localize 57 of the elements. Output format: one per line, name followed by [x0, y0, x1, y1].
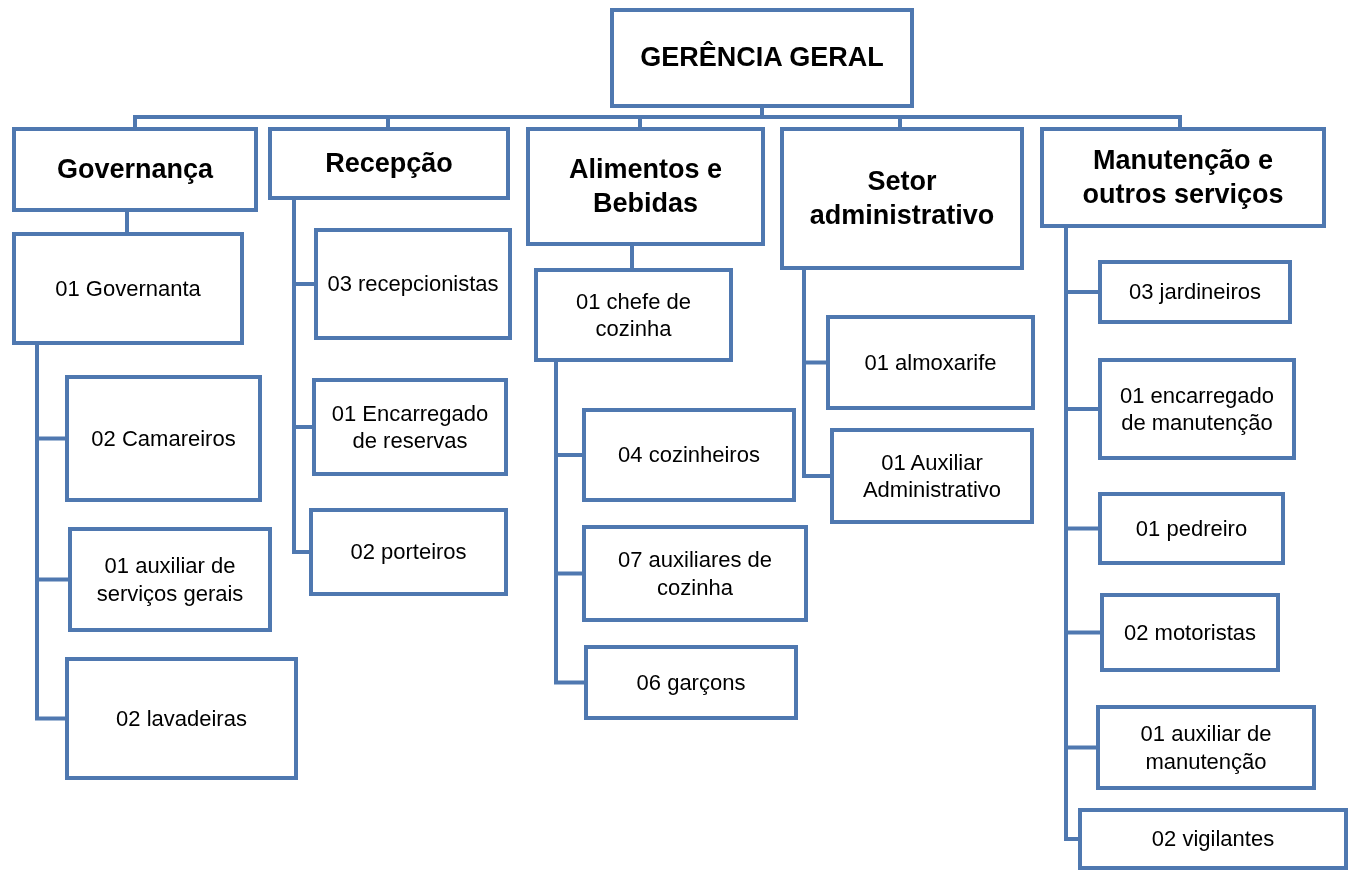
- staff-role: 04 cozinheiros: [618, 441, 760, 469]
- staff-box: [65, 657, 298, 780]
- staff-role: 02 porteiros: [350, 538, 467, 566]
- staff-box: [826, 315, 1035, 410]
- connector-line: [125, 212, 129, 232]
- staff-role: 01 pedreiro: [1135, 514, 1248, 543]
- connector-line: [292, 200, 309, 554]
- staff-role: 01 encarregado de manutenção: [1118, 381, 1276, 437]
- connector-line: [35, 345, 65, 721]
- staff-role: 01 chefe de cozinha: [575, 287, 692, 343]
- department-name: Setor administrativo: [808, 164, 996, 232]
- staff-box: [1098, 260, 1292, 324]
- staff-role: 01 auxiliar de serviços gerais: [95, 552, 245, 607]
- staff-box: [582, 525, 808, 622]
- connector-line: [802, 270, 830, 478]
- staff-role: 02 lavadeiras: [116, 704, 247, 733]
- staff-role: 07 auxiliares de cozinha: [616, 546, 774, 601]
- connector-line: [554, 362, 584, 685]
- department-name: Manutenção e outros serviços: [1081, 143, 1285, 211]
- department-box: [12, 127, 258, 212]
- staff-box: [582, 408, 796, 502]
- staff-role: 03 recepcionistas: [327, 270, 499, 298]
- staff-role: 02 vigilantes: [1151, 825, 1275, 853]
- staff-box: [68, 527, 272, 632]
- department-box: [1040, 127, 1326, 228]
- staff-role: 02 Camareiros: [91, 424, 236, 453]
- staff-role: 01 auxiliar de manutenção: [1139, 720, 1273, 775]
- staff-box: [534, 268, 733, 362]
- connector-line: [760, 108, 1182, 127]
- department-name: Recepção: [325, 146, 453, 180]
- department-box: [610, 8, 914, 108]
- staff-box: [1098, 492, 1285, 565]
- department-box: [780, 127, 1024, 270]
- department-name: Alimentos e Bebidas: [567, 152, 723, 220]
- staff-role: 06 garçons: [636, 668, 746, 697]
- staff-box: [312, 378, 508, 476]
- staff-box: [1096, 705, 1316, 790]
- staff-box: [584, 645, 798, 720]
- staff-role: 02 motoristas: [1123, 618, 1257, 647]
- staff-box: [1098, 358, 1296, 460]
- department-box: [526, 127, 765, 246]
- staff-role: 03 jardineiros: [1128, 278, 1262, 306]
- connector-line: [630, 246, 634, 268]
- staff-box: [1100, 593, 1280, 672]
- staff-role: 01 Auxiliar Administrativo: [861, 448, 1003, 504]
- staff-role: 01 almoxarife: [864, 348, 997, 377]
- staff-box: [830, 428, 1034, 524]
- staff-box: [65, 375, 262, 502]
- staff-box: [1078, 808, 1348, 870]
- staff-box: [314, 228, 512, 340]
- staff-role: 01 Governanta: [55, 274, 201, 303]
- staff-box: [309, 508, 508, 596]
- staff-box: [12, 232, 244, 345]
- staff-role: 01 Encarregado de reservas: [330, 399, 490, 455]
- department-box: [268, 127, 510, 200]
- department-name: GERÊNCIA GERAL: [640, 41, 884, 75]
- department-name: Governança: [56, 152, 214, 186]
